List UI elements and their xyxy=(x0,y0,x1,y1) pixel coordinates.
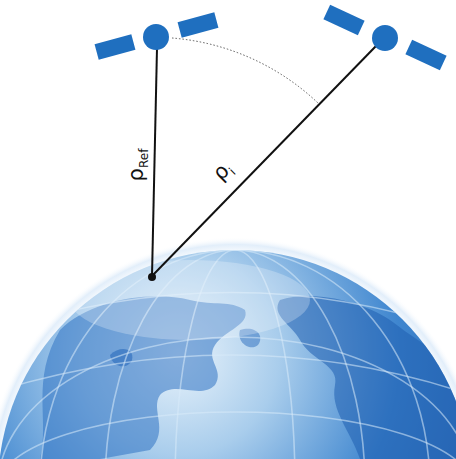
receiver-point xyxy=(148,273,156,281)
subscript: Ref xyxy=(137,149,151,168)
continents xyxy=(0,250,456,459)
range-label: ρRef xyxy=(126,149,150,182)
satellite xyxy=(95,12,219,59)
globe xyxy=(0,250,456,459)
range-line xyxy=(152,46,376,276)
satellite xyxy=(323,5,446,71)
angle-arc xyxy=(172,38,318,103)
globe-glow xyxy=(0,237,456,459)
range-label: ρi xyxy=(209,158,238,187)
range-line xyxy=(152,48,157,276)
symbol-rho: ρ xyxy=(124,168,148,181)
